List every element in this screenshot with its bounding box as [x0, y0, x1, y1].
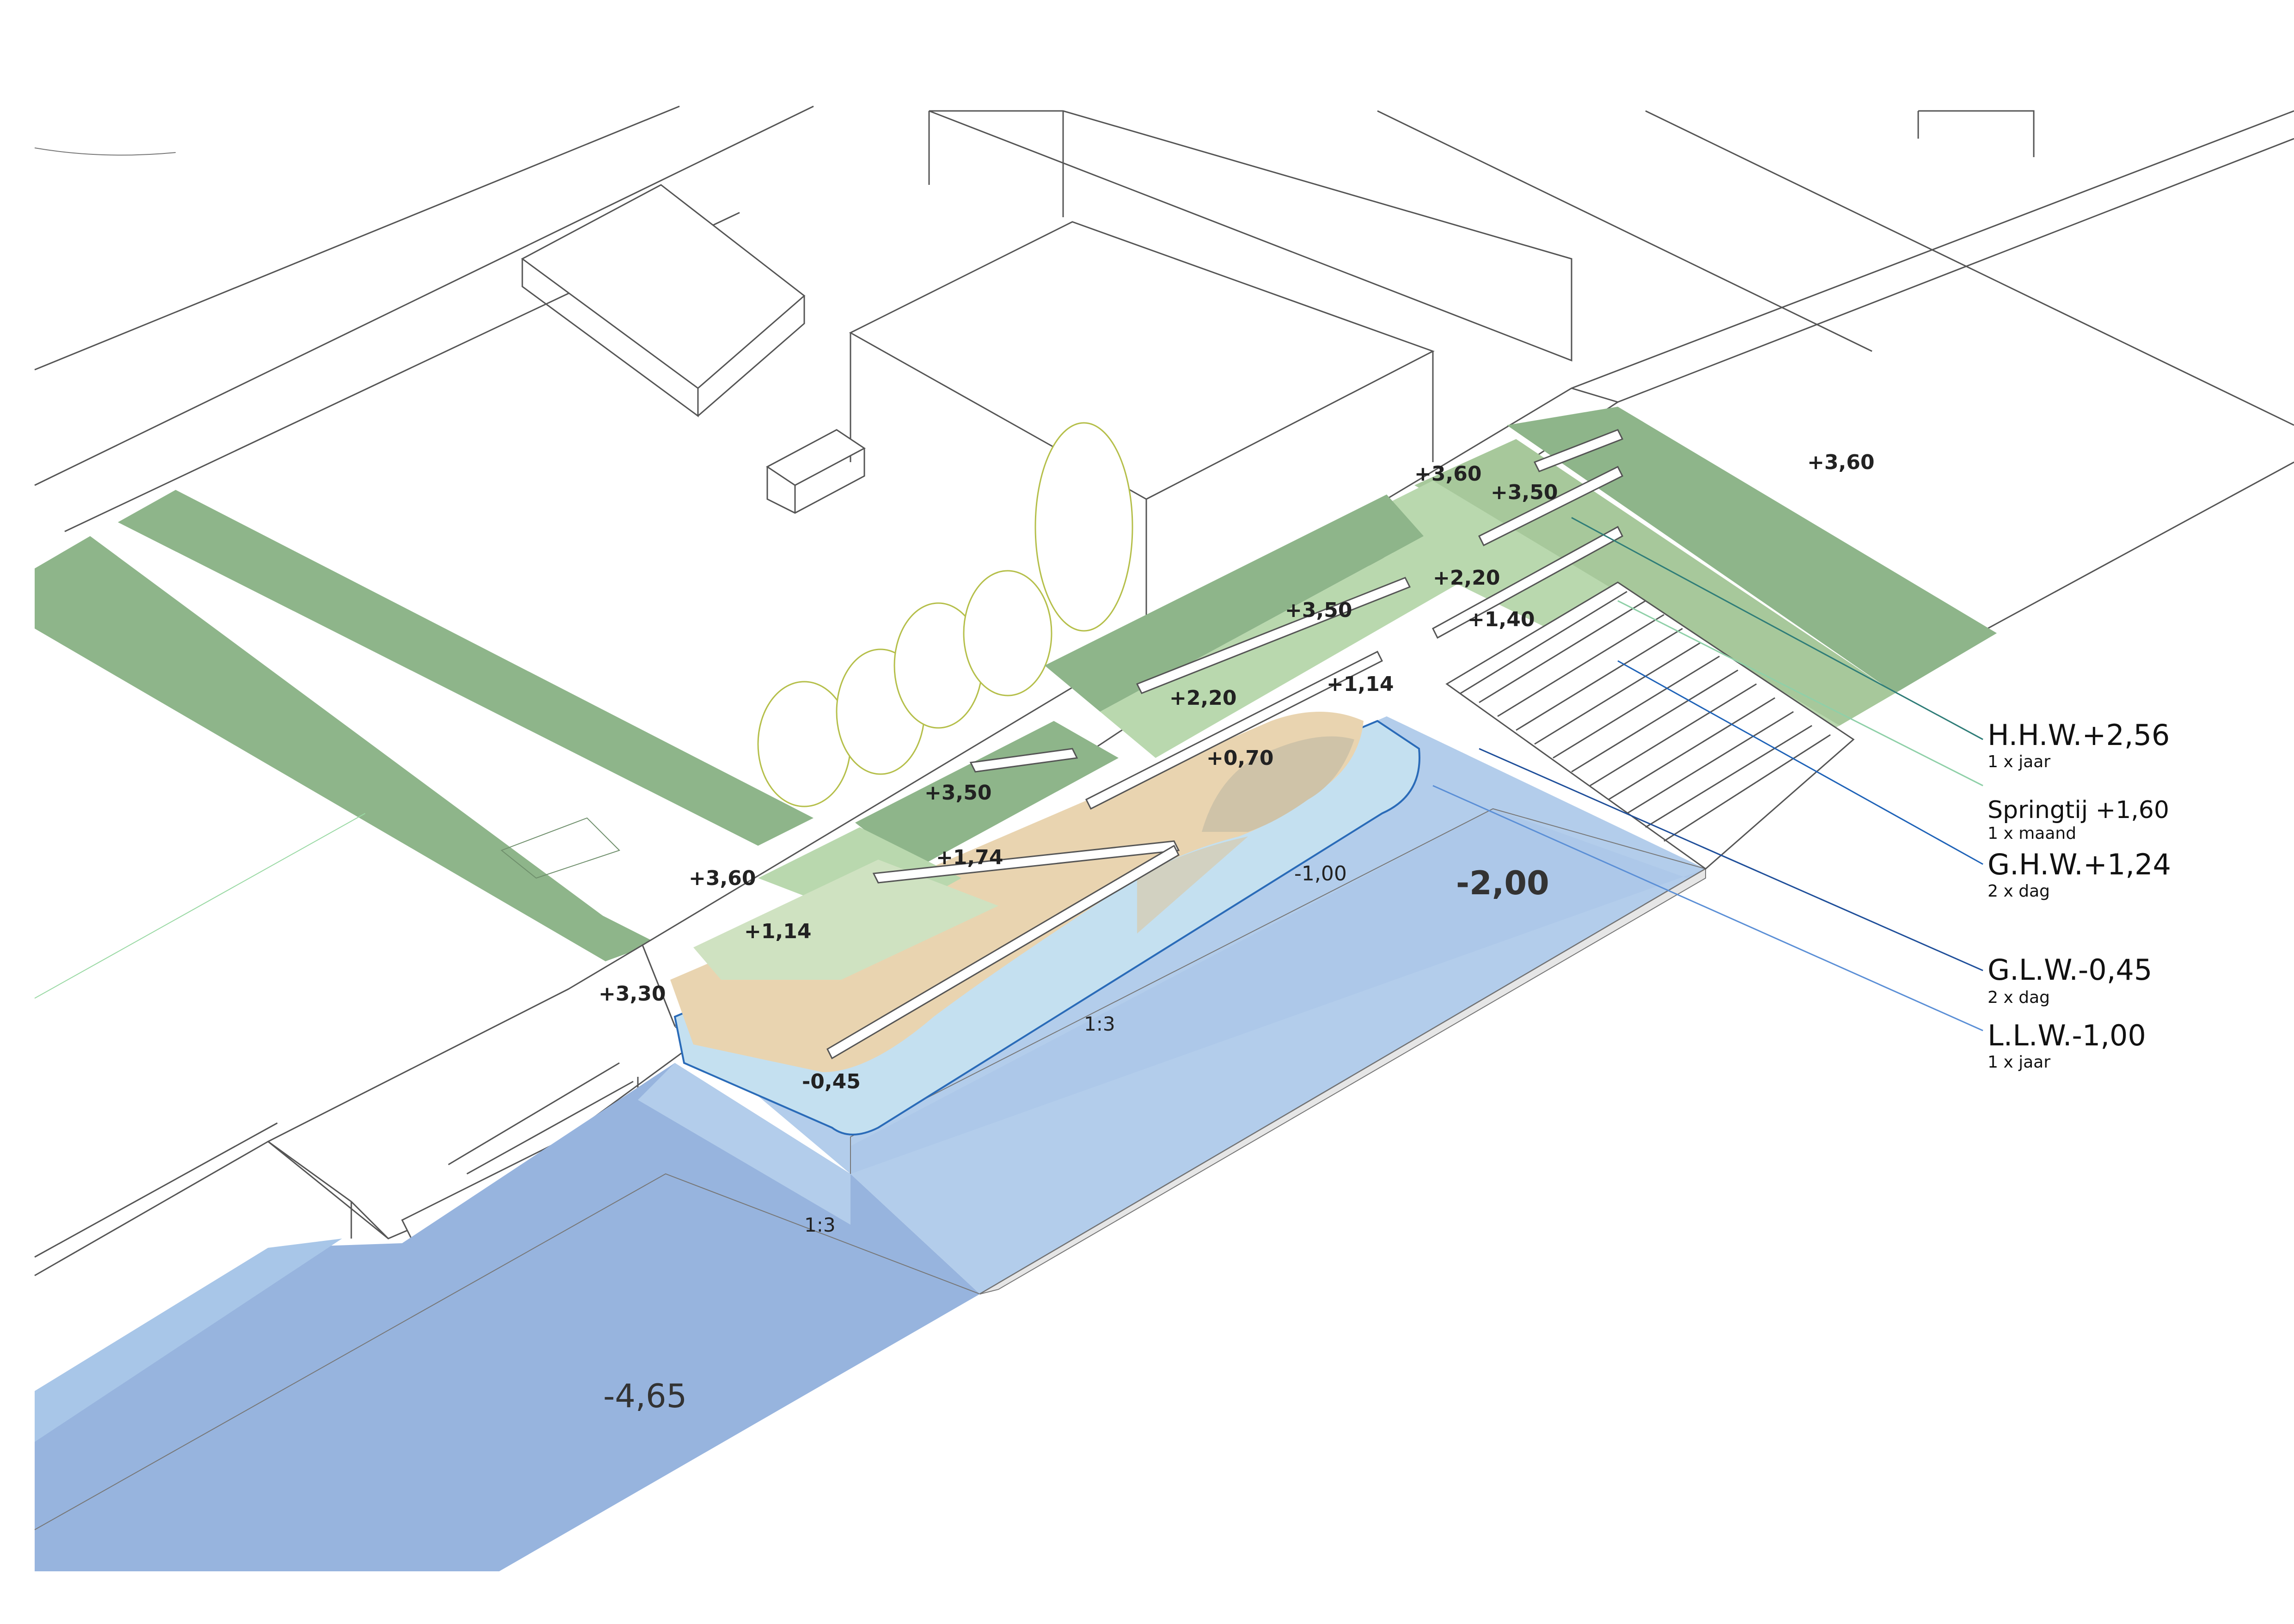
legend-springtij-label: Springtij +1,60 — [1988, 796, 2169, 824]
legend-glw-label: G.L.W.-0,45 — [1988, 953, 2152, 987]
level-top-right: +3,60 — [1807, 451, 1874, 474]
channel-water — [34, 1063, 980, 1571]
water-level-lines — [1432, 517, 1983, 1032]
legend-llw-label: L.L.W.-1,00 — [1988, 1019, 2146, 1052]
level-annotations: +3,60 +3,60 +3,50 +2,20 +1,40 +3,50 +1,1… — [599, 451, 1874, 1415]
level-row-114-left: +1,14 — [744, 920, 811, 943]
level-row-114-mid: +1,14 — [1327, 672, 1394, 696]
level-row-174: +1,74 — [936, 846, 1003, 869]
level-quay-360: +3,60 — [689, 867, 756, 890]
level-top-row: +3,60 — [1414, 462, 1481, 486]
terraces — [693, 407, 1997, 1060]
level-row-220-mid: +2,20 — [1169, 686, 1236, 710]
beach — [670, 712, 1364, 1072]
level-row-140: +1,40 — [1468, 608, 1535, 631]
left-park-grass — [34, 490, 814, 999]
concrete-steps — [1445, 581, 1855, 870]
level-row-220-right: +2,20 — [1433, 566, 1500, 590]
level-basin-200: -2,00 — [1456, 864, 1549, 902]
level-min-100: -1,00 — [1294, 862, 1347, 885]
level-row-350-right: +3,50 — [1491, 481, 1558, 504]
level-min-045: -0,45 — [802, 1070, 861, 1093]
slope-lower: 1:3 — [804, 1214, 836, 1236]
legend-ghw-label: G.H.W.+1,24 — [1988, 848, 2171, 881]
legend-hhw-label: H.H.W.+2,56 — [1988, 718, 2170, 752]
legend-llw-frequency: 1 x jaar — [1988, 1053, 2050, 1072]
level-row-350-mid: +3,50 — [1285, 598, 1352, 622]
legend-springtij-frequency: 1 x maand — [1988, 824, 2076, 843]
legend-hhw-frequency: 1 x jaar — [1988, 752, 2050, 771]
level-channel-465: -4,65 — [603, 1377, 687, 1415]
basin-water — [675, 716, 1706, 1295]
level-row-350-left: +3,50 — [924, 781, 991, 805]
level-quay-330: +3,30 — [599, 982, 666, 1006]
context-buildings — [34, 105, 2294, 629]
legend-ghw-frequency: 2 x dag — [1988, 882, 2050, 901]
legend-glw-frequency: 2 x dag — [1988, 988, 2050, 1007]
slope-upper: 1:3 — [1084, 1013, 1115, 1035]
water-level-legend: H.H.W.+2,56 1 x jaar Springtij +1,60 1 x… — [1988, 718, 2171, 1072]
tree-row — [757, 422, 1133, 807]
level-row-070: +0,70 — [1206, 746, 1273, 770]
